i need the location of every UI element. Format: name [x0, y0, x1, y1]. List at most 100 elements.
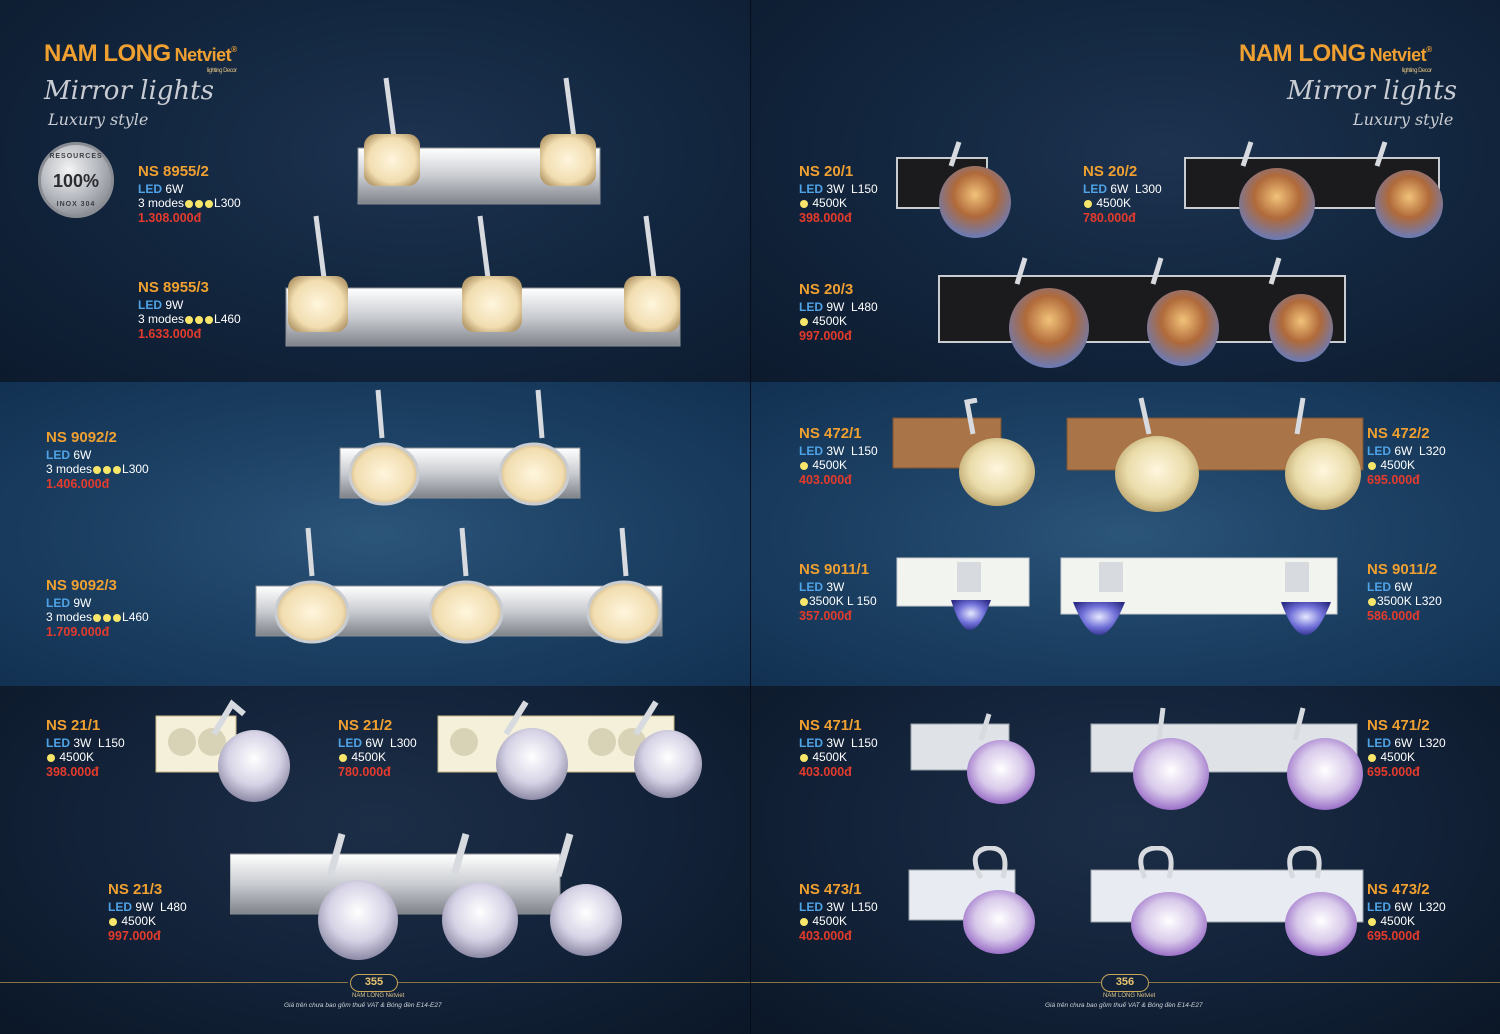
footer-note: Giá trên chưa bao gồm thuế VAT & Bóng đè… — [1045, 1002, 1203, 1009]
led-label: LED — [1367, 900, 1391, 914]
product-code: NS 9011/1 — [799, 561, 870, 578]
footer-brand: NAM LONG Netviet — [352, 993, 405, 999]
product-power: 6W — [1394, 580, 1413, 594]
product-modes: 3 modes — [46, 462, 93, 476]
product-image-ns-21-2 — [436, 694, 706, 804]
product-image-ns-473-2 — [1089, 846, 1385, 958]
product-image-ns-9011-2 — [1059, 556, 1339, 668]
product-image-ns-9011-1 — [895, 556, 1031, 660]
catalog-title: Mirror lights — [1287, 76, 1457, 106]
product-price: 1.406.000đ — [46, 477, 110, 491]
temp-dot-icon — [1368, 598, 1376, 606]
product-power: 3W — [826, 182, 845, 196]
product-length: L320 — [1419, 900, 1446, 914]
lamp-icon — [908, 846, 1035, 954]
lamp-icon — [339, 389, 581, 506]
product-temp: 4500K — [351, 750, 387, 764]
product-image-ns-471-1 — [909, 710, 1039, 806]
mode-dot-icon — [113, 466, 122, 474]
brand-reg: ® — [1426, 45, 1432, 54]
led-label: LED — [338, 736, 362, 750]
mode-dot-icon — [93, 614, 102, 622]
product-price: 403.000đ — [799, 765, 852, 779]
product-price: 695.000đ — [1367, 473, 1420, 487]
page-footer-left: 355 NAM LONG Netviet Giá trên chưa bao g… — [0, 966, 750, 1034]
product-length: L320 — [1419, 444, 1446, 458]
product-price: 398.000đ — [46, 765, 99, 779]
footer-note: Giá trên chưa bao gồm thuế VAT & Bóng đè… — [284, 1002, 442, 1009]
product-length: L300 — [122, 462, 149, 476]
product-temp: 4500K — [812, 750, 848, 764]
product-length: L300 — [390, 736, 417, 750]
led-label: LED — [46, 596, 70, 610]
product-image-ns-8955-2 — [356, 76, 602, 206]
lamp-icon — [255, 527, 663, 644]
led-label: LED — [799, 300, 823, 314]
mode-dot-icon — [113, 614, 122, 622]
product-price: 997.000đ — [799, 329, 852, 343]
mode-dot-icon — [93, 466, 102, 474]
led-label: LED — [799, 580, 823, 594]
lamp-icon — [155, 699, 290, 802]
product-temp: 4500K — [1096, 196, 1132, 210]
product-length: L 150 — [847, 594, 877, 608]
product-temp: 4500K — [812, 914, 848, 928]
lamp-icon — [1060, 557, 1338, 635]
lamp-icon — [892, 398, 1035, 506]
product-price: 1.709.000đ — [46, 625, 110, 639]
product-ns-21-2: NS 21/2 LED 6W L300 4500K 780.000đ — [338, 716, 417, 780]
led-label: LED — [108, 900, 132, 914]
led-label: LED — [1083, 182, 1107, 196]
product-temp: 4500K — [812, 314, 848, 328]
lamp-icon — [357, 77, 601, 205]
brand-name: NAM LONG — [44, 40, 171, 67]
product-ns-20-1: NS 20/1 LED 3W L150 4500K 398.000đ — [799, 162, 878, 226]
product-length: L150 — [851, 900, 878, 914]
product-temp: 3500K — [1377, 594, 1412, 608]
product-length: L480 — [160, 900, 187, 914]
product-temp: 4500K — [1380, 914, 1416, 928]
footer-divider — [1149, 982, 1500, 983]
product-power: 9W — [826, 300, 845, 314]
mode-dot-icon — [103, 466, 112, 474]
catalog-subtitle: Luxury style — [1353, 110, 1454, 129]
lamp-icon — [1090, 846, 1364, 956]
product-power: 6W — [1394, 736, 1413, 750]
product-code: NS 472/2 — [1367, 425, 1430, 442]
footer-divider — [0, 982, 348, 983]
product-code: NS 20/1 — [799, 163, 854, 180]
brand-reg: ® — [231, 45, 237, 54]
led-label: LED — [799, 182, 823, 196]
product-length: L320 — [1419, 736, 1446, 750]
mode-dot-icon — [195, 316, 204, 324]
temp-dot-icon — [800, 918, 808, 926]
product-image-ns-473-1 — [907, 846, 1041, 956]
product-price: 357.000đ — [799, 609, 852, 623]
product-code: NS 471/1 — [799, 717, 862, 734]
product-image-ns-8955-3 — [284, 214, 682, 350]
product-power: 9W — [73, 596, 92, 610]
product-ns-473-1: NS 473/1 LED 3W L150 4500K 403.000đ — [799, 880, 878, 944]
brand-sub: Netviet — [1369, 45, 1427, 65]
product-ns-472-1: NS 472/1 LED 3W L150 4500K 403.000đ — [799, 424, 878, 488]
product-code: NS 471/2 — [1367, 717, 1430, 734]
temp-dot-icon — [800, 200, 808, 208]
product-power: 9W — [135, 900, 154, 914]
page-footer-right: 356 NAM LONG Netviet Giá trên chưa bao g… — [751, 966, 1500, 1034]
product-code: NS 21/3 — [108, 881, 163, 898]
product-power: 3W — [73, 736, 92, 750]
product-image-ns-20-1 — [895, 136, 1015, 240]
temp-dot-icon — [47, 754, 55, 762]
footer-divider — [751, 982, 1101, 983]
badge-mid: 100% — [52, 171, 100, 191]
product-temp: 3500K — [809, 594, 844, 608]
product-code: NS 20/2 — [1083, 163, 1138, 180]
product-code: NS 472/1 — [799, 425, 862, 442]
product-code: NS 21/1 — [46, 717, 101, 734]
product-length: L150 — [98, 736, 125, 750]
mode-dot-icon — [185, 316, 194, 324]
lamp-icon — [1066, 397, 1364, 512]
product-price: 695.000đ — [1367, 765, 1420, 779]
